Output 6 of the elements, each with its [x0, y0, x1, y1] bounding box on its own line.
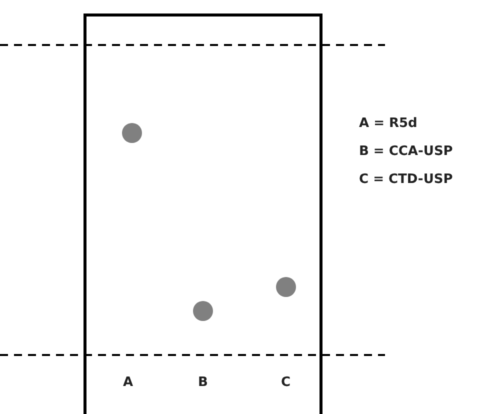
legend-text: B = CCA-USP	[359, 144, 453, 160]
lane-label: A	[123, 375, 134, 391]
legend-text: A = R5d	[359, 116, 418, 132]
lane-label: B	[198, 375, 208, 391]
legend-text: C = CTD-USP	[359, 172, 453, 188]
lane-label: C	[281, 375, 291, 391]
